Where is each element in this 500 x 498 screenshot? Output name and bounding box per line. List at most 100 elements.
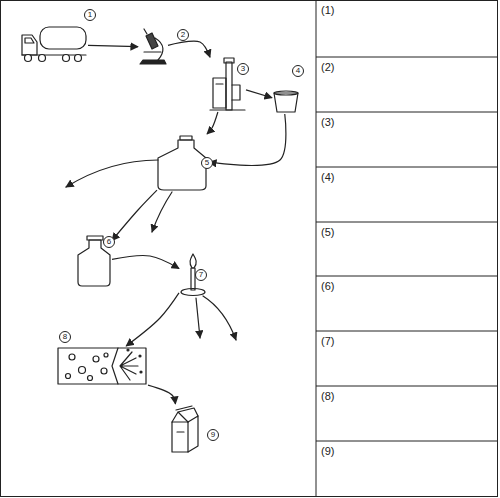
flow-arrow: [148, 385, 175, 404]
plate-divider: [112, 348, 118, 384]
can-body: [158, 140, 206, 190]
colony: [93, 356, 99, 362]
microscope-base: [140, 60, 166, 64]
flow-arrow: [88, 45, 138, 46]
callout-number: 9: [207, 429, 219, 441]
truck-wheel: [25, 55, 32, 62]
machine-body: [213, 78, 226, 108]
table-row-line: [316, 386, 497, 387]
carton-front: [172, 422, 188, 452]
microscope-eyepiece: [144, 29, 147, 34]
plate-stage: 8: [56, 346, 148, 386]
colony: [66, 374, 71, 379]
bottle-stage: 6: [77, 234, 112, 288]
colony-dot: [127, 349, 129, 351]
streak-lines: [120, 352, 138, 380]
sample-cup: [274, 91, 298, 112]
truck-tank: [40, 27, 86, 49]
bottle-cap: [87, 236, 103, 240]
machine-handle: [232, 85, 240, 100]
table-row-line: [316, 331, 497, 332]
burner-flame: [190, 254, 196, 268]
microscope-stage: [144, 51, 161, 52]
colony: [69, 354, 75, 360]
flow-arrow: [209, 114, 286, 165]
table-cell-label: (8): [321, 390, 334, 402]
cup-body: [274, 93, 298, 112]
burner-stick: [191, 268, 195, 290]
carton-stage: 9: [170, 404, 200, 454]
callout-number: 4: [292, 65, 304, 77]
table-cell-label: (3): [321, 116, 334, 128]
milk-carton: [172, 406, 198, 452]
flow-arrow: [246, 90, 272, 98]
sample-stage: 4: [272, 90, 300, 114]
free-arrow: [196, 298, 200, 338]
callout-number: 2: [177, 29, 189, 41]
callout-number: 7: [195, 269, 207, 281]
microscope-tube: [146, 33, 158, 49]
unlinked-arrows: [66, 160, 236, 340]
callout-number: 3: [237, 63, 249, 75]
carton-detail: [177, 431, 184, 432]
machine-detail: [216, 83, 223, 84]
milk-can: [158, 136, 206, 190]
flow-arrow: [168, 41, 210, 57]
tanker-truck-stage: 1: [20, 26, 88, 63]
culture-plate: [58, 348, 146, 384]
table-row-line: [316, 112, 497, 113]
truck-window: [25, 38, 34, 43]
colony: [104, 353, 108, 357]
truck-wheel: [75, 55, 82, 62]
flow-arrow: [112, 190, 157, 240]
microscope-stage: 2: [138, 28, 168, 66]
table-cell-label: (7): [321, 335, 334, 347]
carton-top: [172, 406, 198, 422]
flow-arrow: [112, 256, 179, 269]
cup-rim: [274, 91, 298, 95]
callout-number: 5: [201, 157, 213, 169]
table-row-line: [316, 57, 497, 58]
machine-base: [210, 109, 245, 110]
callout-number: 6: [103, 236, 115, 248]
processing-stage: 3: [210, 57, 246, 112]
truck-wheel: [63, 55, 70, 62]
plate-outline: [58, 348, 146, 384]
table-row-line: [316, 276, 497, 277]
free-arrow: [66, 160, 158, 187]
table-cell-label: (4): [321, 171, 334, 183]
table-row-line: [316, 222, 497, 223]
flow-arrow: [126, 293, 179, 346]
table-cell-label: (1): [321, 4, 334, 16]
microscope: [140, 29, 166, 64]
table-cell-label: (9): [321, 445, 334, 457]
tanker-truck: [22, 27, 86, 62]
colony: [88, 376, 93, 381]
table-row-line: [316, 441, 497, 442]
table-cell-label: (2): [321, 61, 334, 73]
free-arrow: [203, 296, 236, 340]
callout-number: 8: [59, 331, 71, 343]
free-arrow: [152, 192, 172, 232]
table-divider: [316, 0, 317, 497]
truck-wheel: [39, 55, 46, 62]
truck-cab: [22, 35, 37, 55]
table-cell-label: (6): [321, 280, 334, 292]
colony-dot: [139, 355, 141, 357]
machine-top: [224, 58, 234, 63]
table-cell-label: (5): [321, 226, 334, 238]
colony: [101, 368, 107, 374]
milk-can-stage: 5: [157, 134, 209, 192]
carton-side: [188, 416, 198, 452]
can-cap: [180, 136, 192, 140]
colony-dot: [140, 371, 142, 373]
callout-number: 1: [84, 9, 96, 21]
table-row-line: [316, 167, 497, 168]
machine-column: [226, 62, 232, 110]
burner-base: [181, 289, 205, 296]
colony: [79, 367, 86, 374]
